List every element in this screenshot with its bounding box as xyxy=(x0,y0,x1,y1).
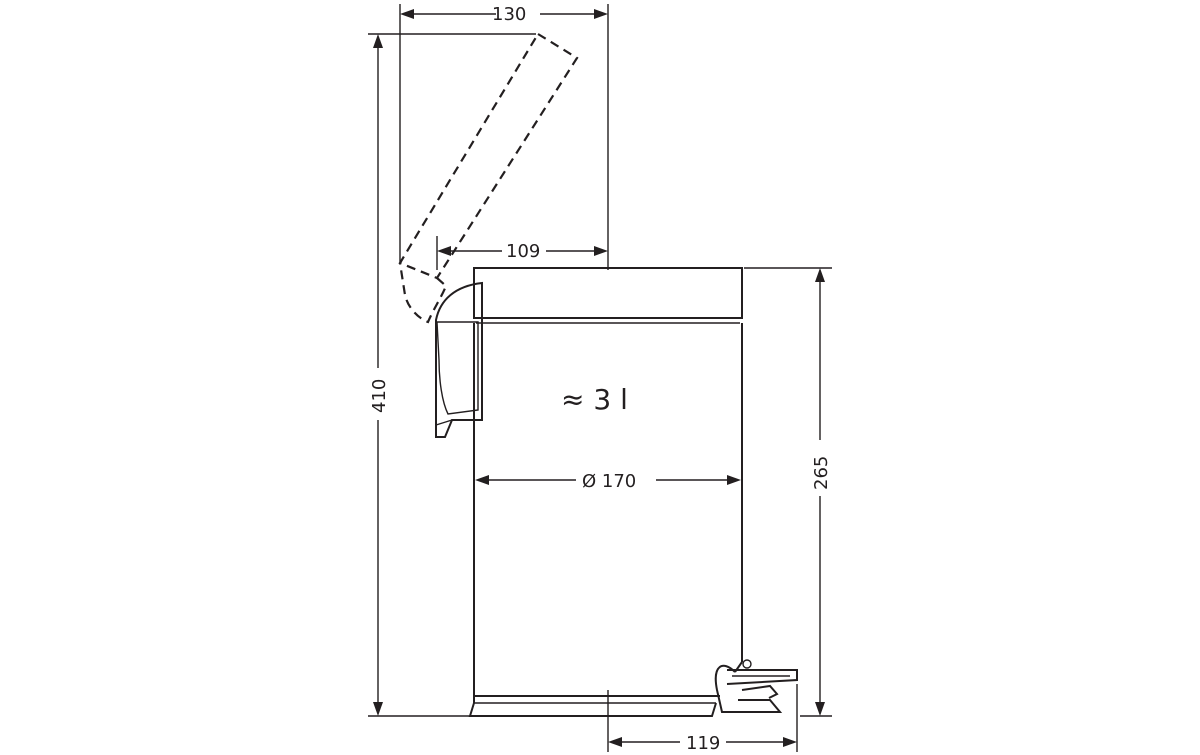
dimension-total-height: 410 xyxy=(369,34,390,716)
dimension-diameter: Ø 170 xyxy=(475,471,741,492)
dimension-lid-offset: 109 xyxy=(437,241,608,262)
dimension-lid-reach: 130 xyxy=(400,4,608,25)
dimension-pedal-depth: 119 xyxy=(608,733,797,754)
extension-lines xyxy=(368,4,832,752)
dimension-label-lid-reach: 130 xyxy=(492,4,526,25)
open-lid-outline xyxy=(398,32,579,324)
dimension-label-lid-offset: 109 xyxy=(506,241,540,262)
bin-body xyxy=(468,267,743,717)
dimension-label-total-height: 410 xyxy=(369,379,390,413)
hinge-handle xyxy=(435,281,483,438)
dimension-label-body-height: 265 xyxy=(811,456,832,490)
dimension-label-pedal-depth: 119 xyxy=(686,733,720,754)
dimension-label-diameter: Ø 170 xyxy=(582,471,636,492)
dimension-body-height: 265 xyxy=(811,268,832,716)
foot-pedal xyxy=(714,659,798,713)
capacity-label: ≈ 3 l xyxy=(561,383,628,416)
